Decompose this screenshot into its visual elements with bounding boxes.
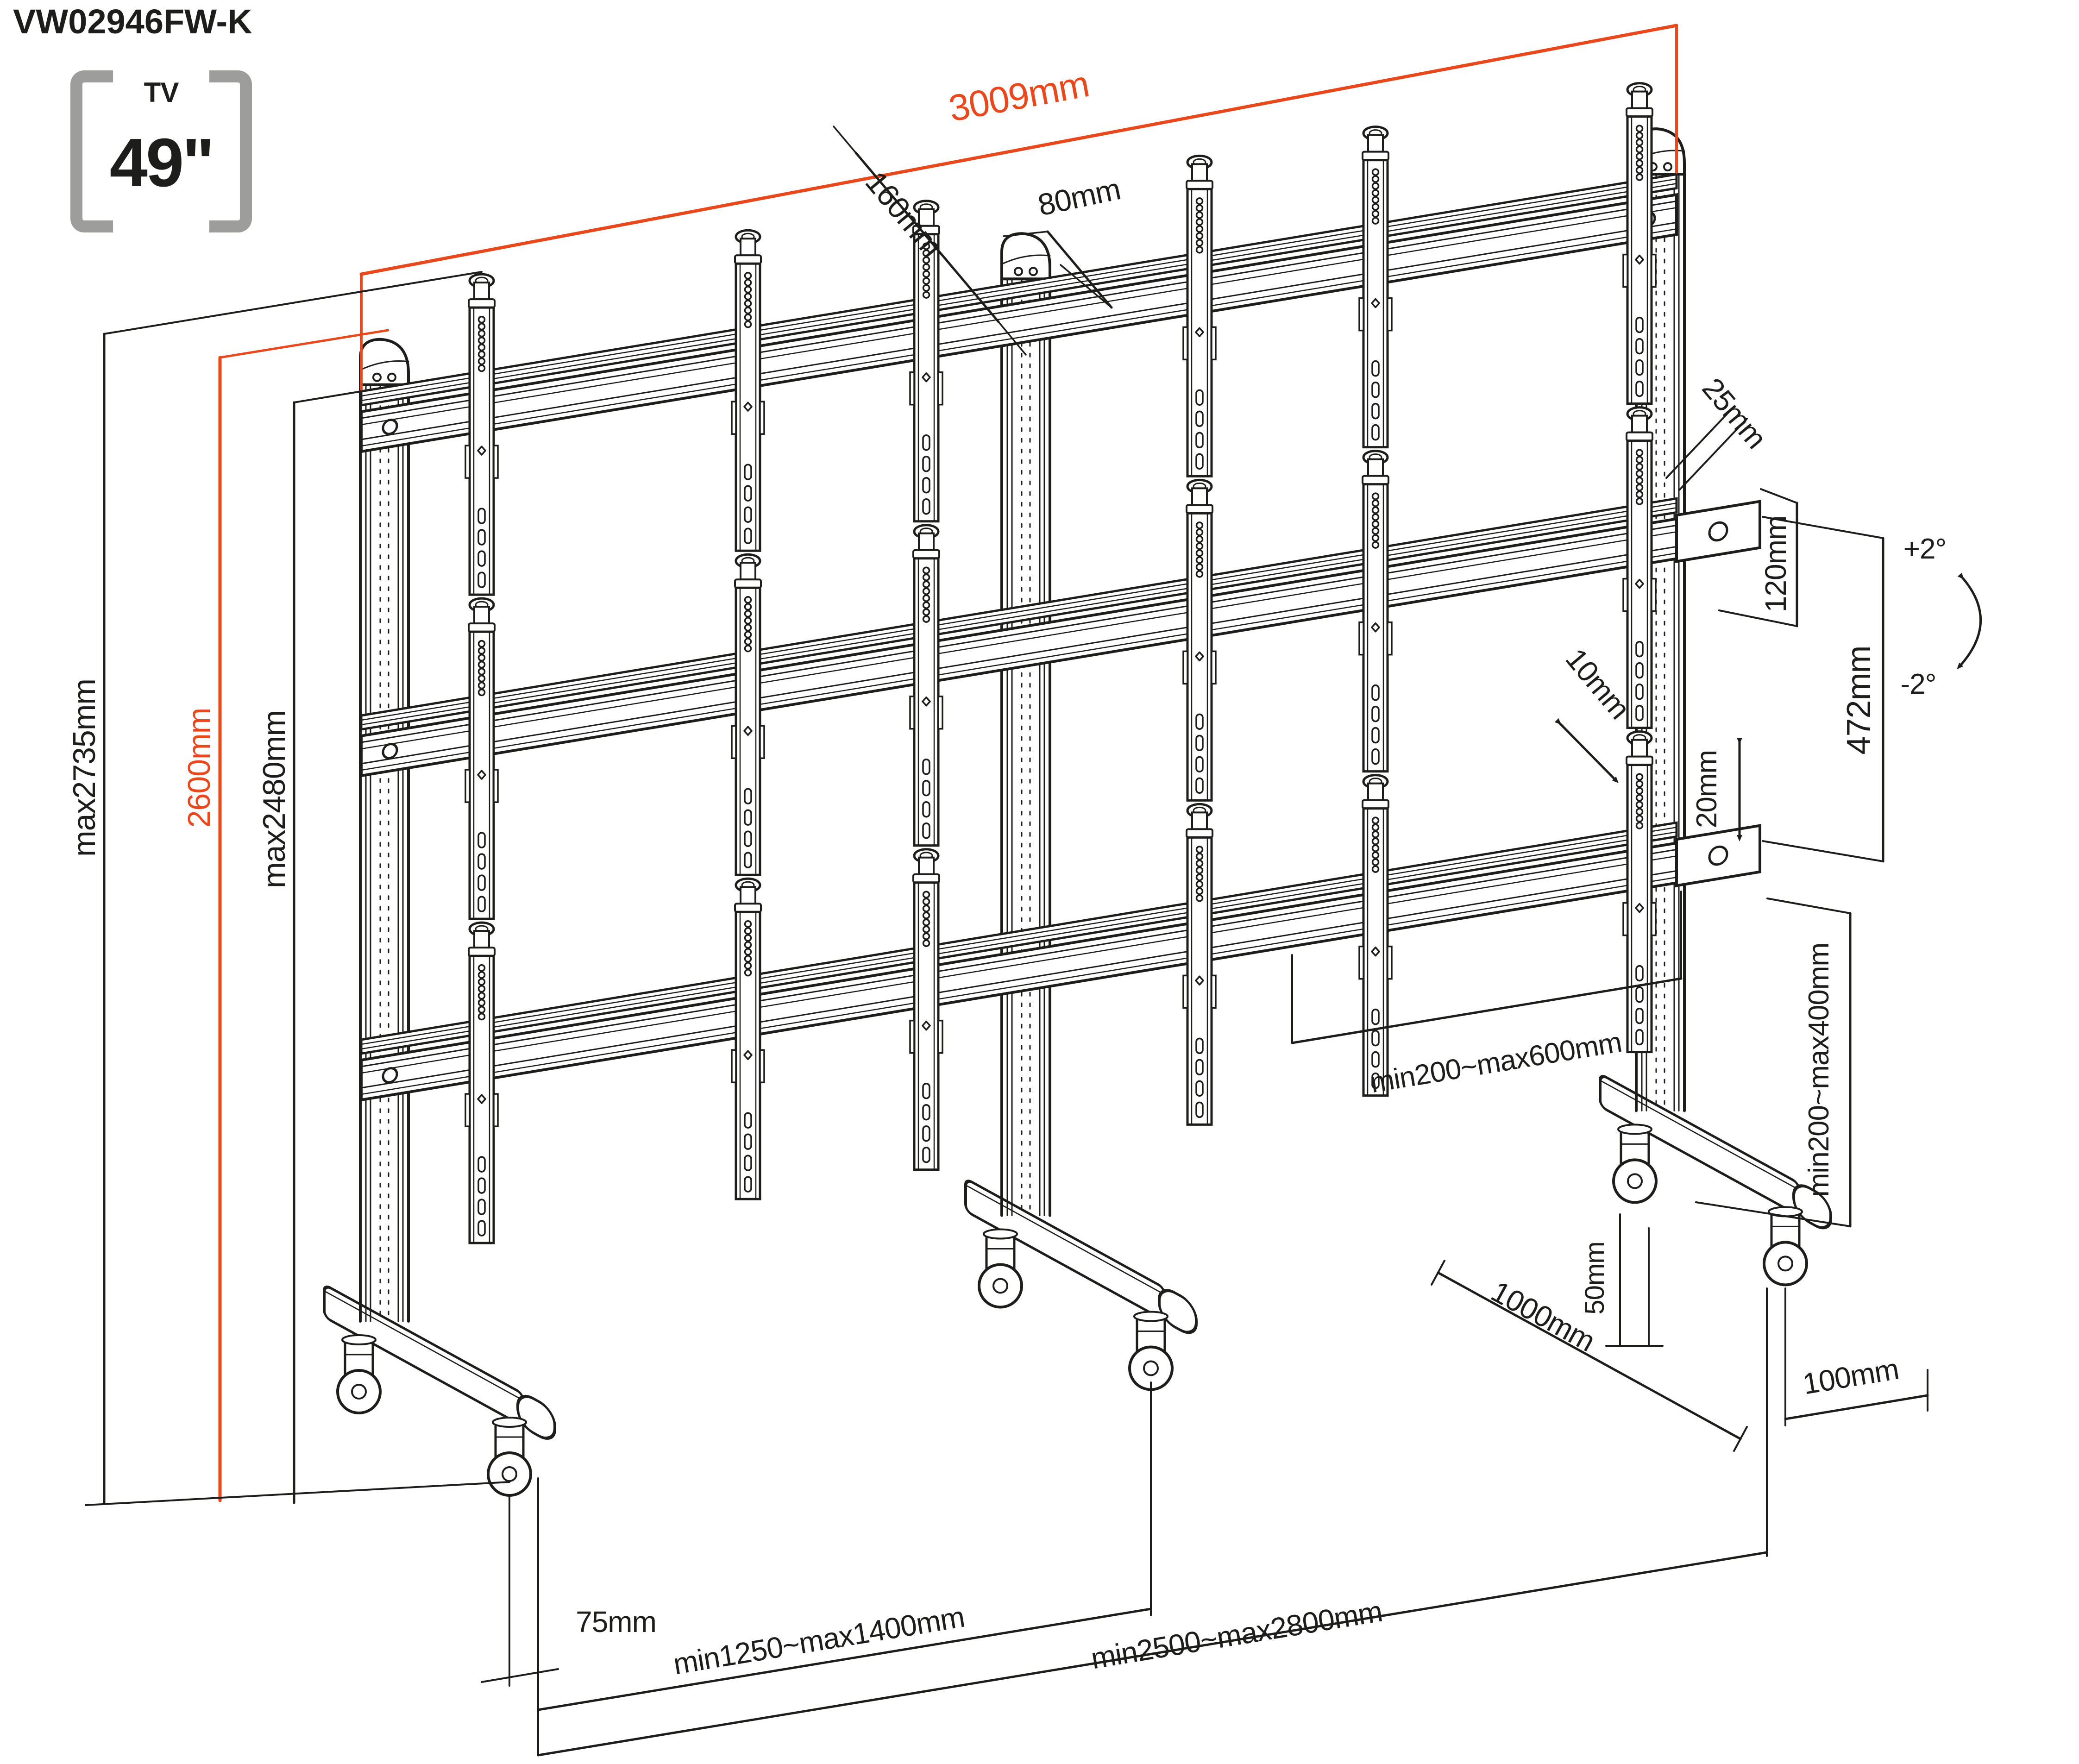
dim-label-height-max: max2735mm (67, 678, 102, 857)
dim-label-fine-height: 20mm (1691, 750, 1723, 829)
product-model: VW02946FW-K (13, 2, 252, 41)
dim-label-rail-pitch: 472mm (1840, 646, 1878, 755)
dim-label-tilt-up: +2° (1903, 533, 1947, 565)
dim-label-caster-tip: 75mm (576, 1605, 657, 1638)
dim-label-tilt-down: -2° (1900, 668, 1937, 700)
dim-label-vesa-vertical: min200~max400mm (1803, 942, 1835, 1197)
badge-tv-size: 49" (109, 125, 215, 201)
dim-label-height-screen: 2600mm (182, 708, 217, 828)
badge-bracket-left-icon (70, 70, 113, 232)
dim-label-height-frame: max2480mm (257, 710, 292, 889)
badge-bracket-right-icon (209, 70, 252, 232)
badge-tv-label: TV (144, 77, 179, 108)
dim-label-rail-offset: 120mm (1759, 515, 1792, 613)
dim-label-caster-rear: 50mm (1580, 1242, 1610, 1315)
